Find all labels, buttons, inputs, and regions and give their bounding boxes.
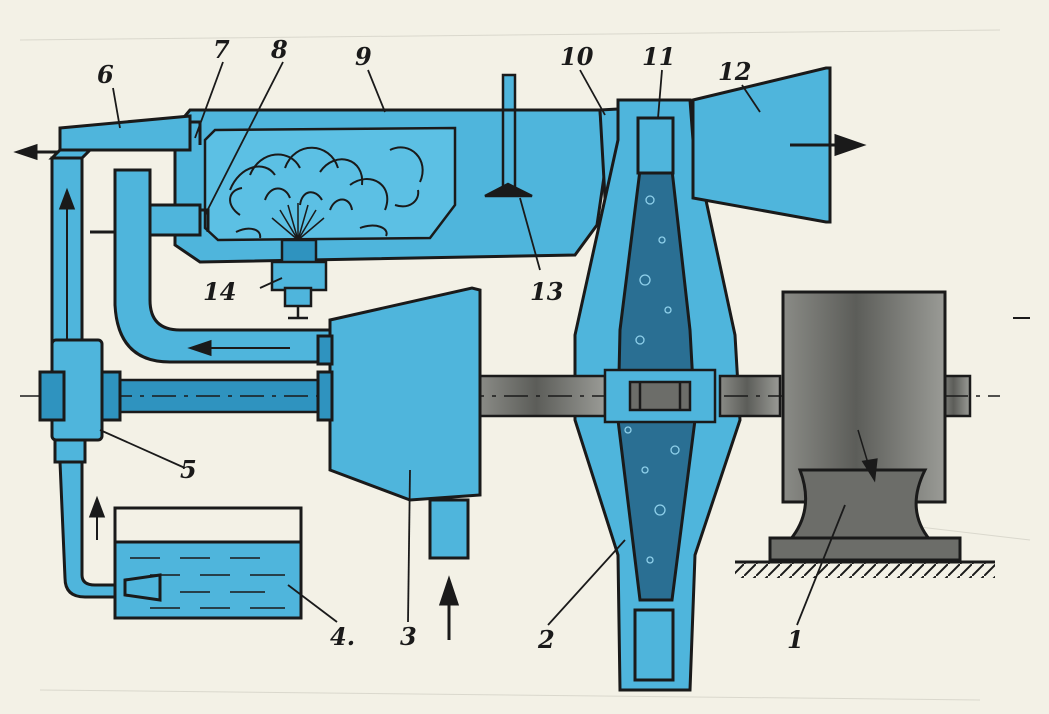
callout-5: 5 — [180, 455, 197, 484]
shaft — [20, 368, 1000, 424]
valve — [480, 73, 545, 198]
callout-6: 6 — [97, 60, 114, 89]
callout-7: 7 — [213, 35, 230, 64]
callout-13: 13 — [530, 277, 563, 306]
callout-12: 12 — [718, 57, 751, 86]
fuel-pump — [38, 338, 122, 464]
callout-3: 3 — [400, 622, 417, 651]
callout-2: 2 — [537, 625, 555, 654]
generator — [735, 290, 995, 578]
callouts: 6 7 8 9 10 11 12 13 14 5 4. 3 2 1 — [97, 35, 804, 654]
fuel-tank — [113, 506, 303, 620]
combustion-chamber — [173, 108, 607, 264]
callout-14: 14 — [203, 277, 236, 306]
fuel-line-vertical — [48, 148, 94, 350]
callout-9: 9 — [355, 42, 372, 71]
exhaust-nozzle — [691, 66, 867, 224]
leader-lines — [99, 61, 846, 626]
callout-1: 1 — [787, 625, 804, 654]
callout-11: 11 — [642, 42, 675, 71]
compressor — [316, 286, 482, 640]
bubbles — [624, 195, 686, 564]
flame — [229, 146, 424, 239]
air-inlet-pipe — [13, 114, 202, 161]
fuel-injector — [270, 238, 328, 320]
callout-10: 10 — [560, 42, 594, 71]
spray — [271, 203, 325, 241]
callout-4: 4. — [330, 622, 355, 651]
callout-8: 8 — [270, 35, 288, 64]
